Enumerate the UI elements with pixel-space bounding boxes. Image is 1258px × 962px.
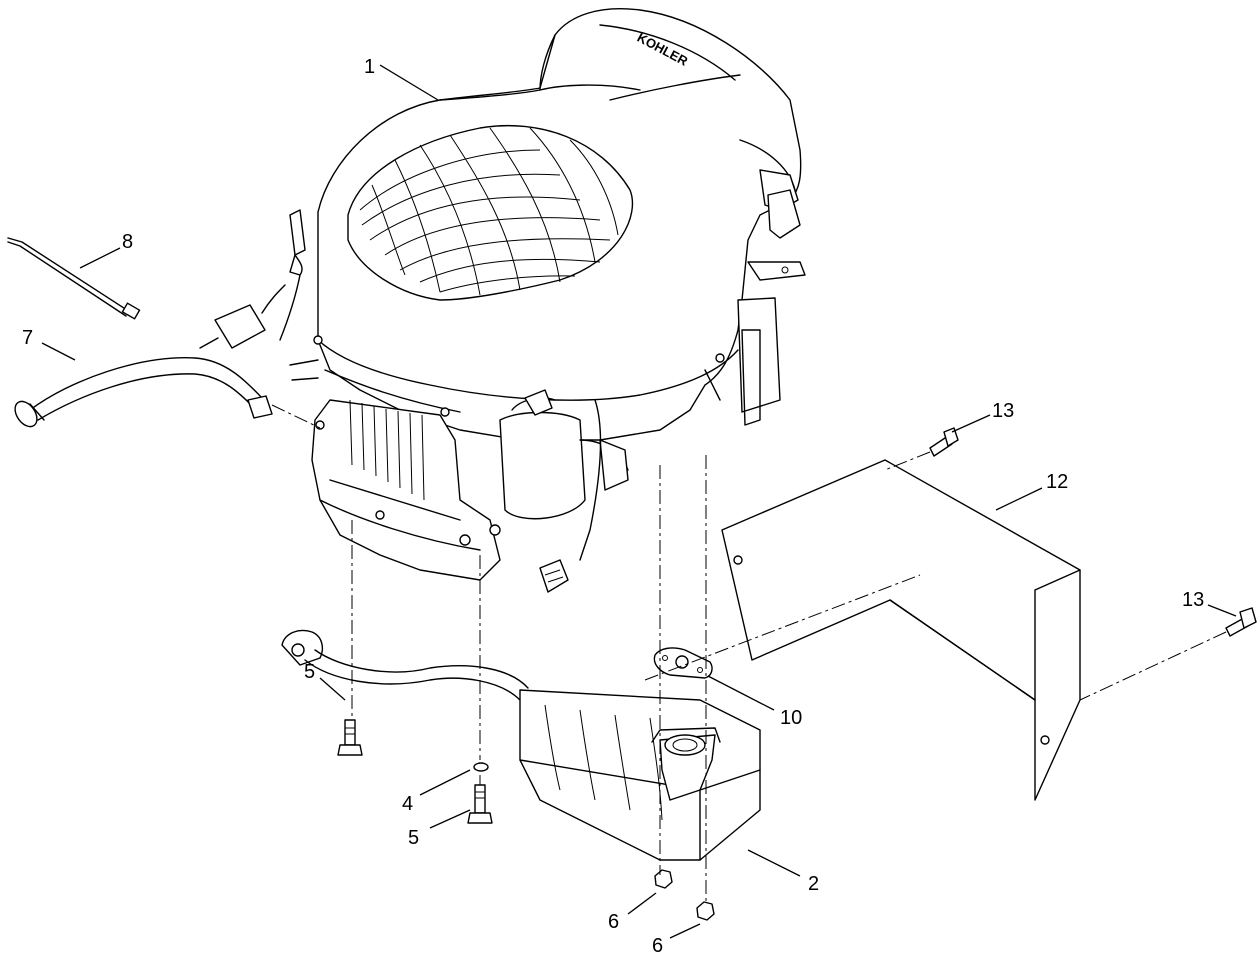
heat-shield	[721, 459, 1081, 801]
callout-13-top: 13	[992, 400, 1014, 422]
cylinder-block	[311, 399, 501, 581]
air-intake-grille	[347, 124, 634, 301]
callout-labels: 1 8 7 13 12 13 5 10 4 5 2 6 6	[22, 56, 1204, 957]
fuel-hose	[14, 357, 321, 429]
callout-1: 1	[364, 56, 375, 78]
callout-5-lower: 5	[408, 827, 419, 849]
nut-right	[696, 901, 715, 921]
callout-4: 4	[402, 793, 413, 815]
leader-lines	[41, 64, 1237, 939]
muffler	[281, 629, 761, 861]
nut-left	[654, 869, 673, 889]
starter-motor	[499, 389, 629, 561]
cable-tie	[7, 237, 141, 320]
callout-5-upper: 5	[304, 661, 315, 683]
callout-8: 8	[122, 231, 133, 253]
fuel-filter	[214, 304, 266, 349]
callout-6-left: 6	[608, 911, 619, 933]
engine-assembly: KOHLER	[199, 8, 806, 593]
washer	[473, 762, 489, 772]
shield-bolt-top	[929, 427, 959, 457]
callout-10: 10	[780, 707, 802, 729]
callout-2: 2	[808, 873, 819, 895]
shield-bolt-right	[1225, 607, 1257, 637]
callout-12: 12	[1046, 471, 1068, 493]
wire-connector	[539, 559, 569, 593]
callout-13-right: 13	[1182, 589, 1204, 611]
callout-6-right: 6	[652, 935, 663, 957]
callout-7: 7	[22, 327, 33, 349]
bolt-upper	[337, 719, 363, 756]
bolt-lower	[467, 784, 493, 824]
